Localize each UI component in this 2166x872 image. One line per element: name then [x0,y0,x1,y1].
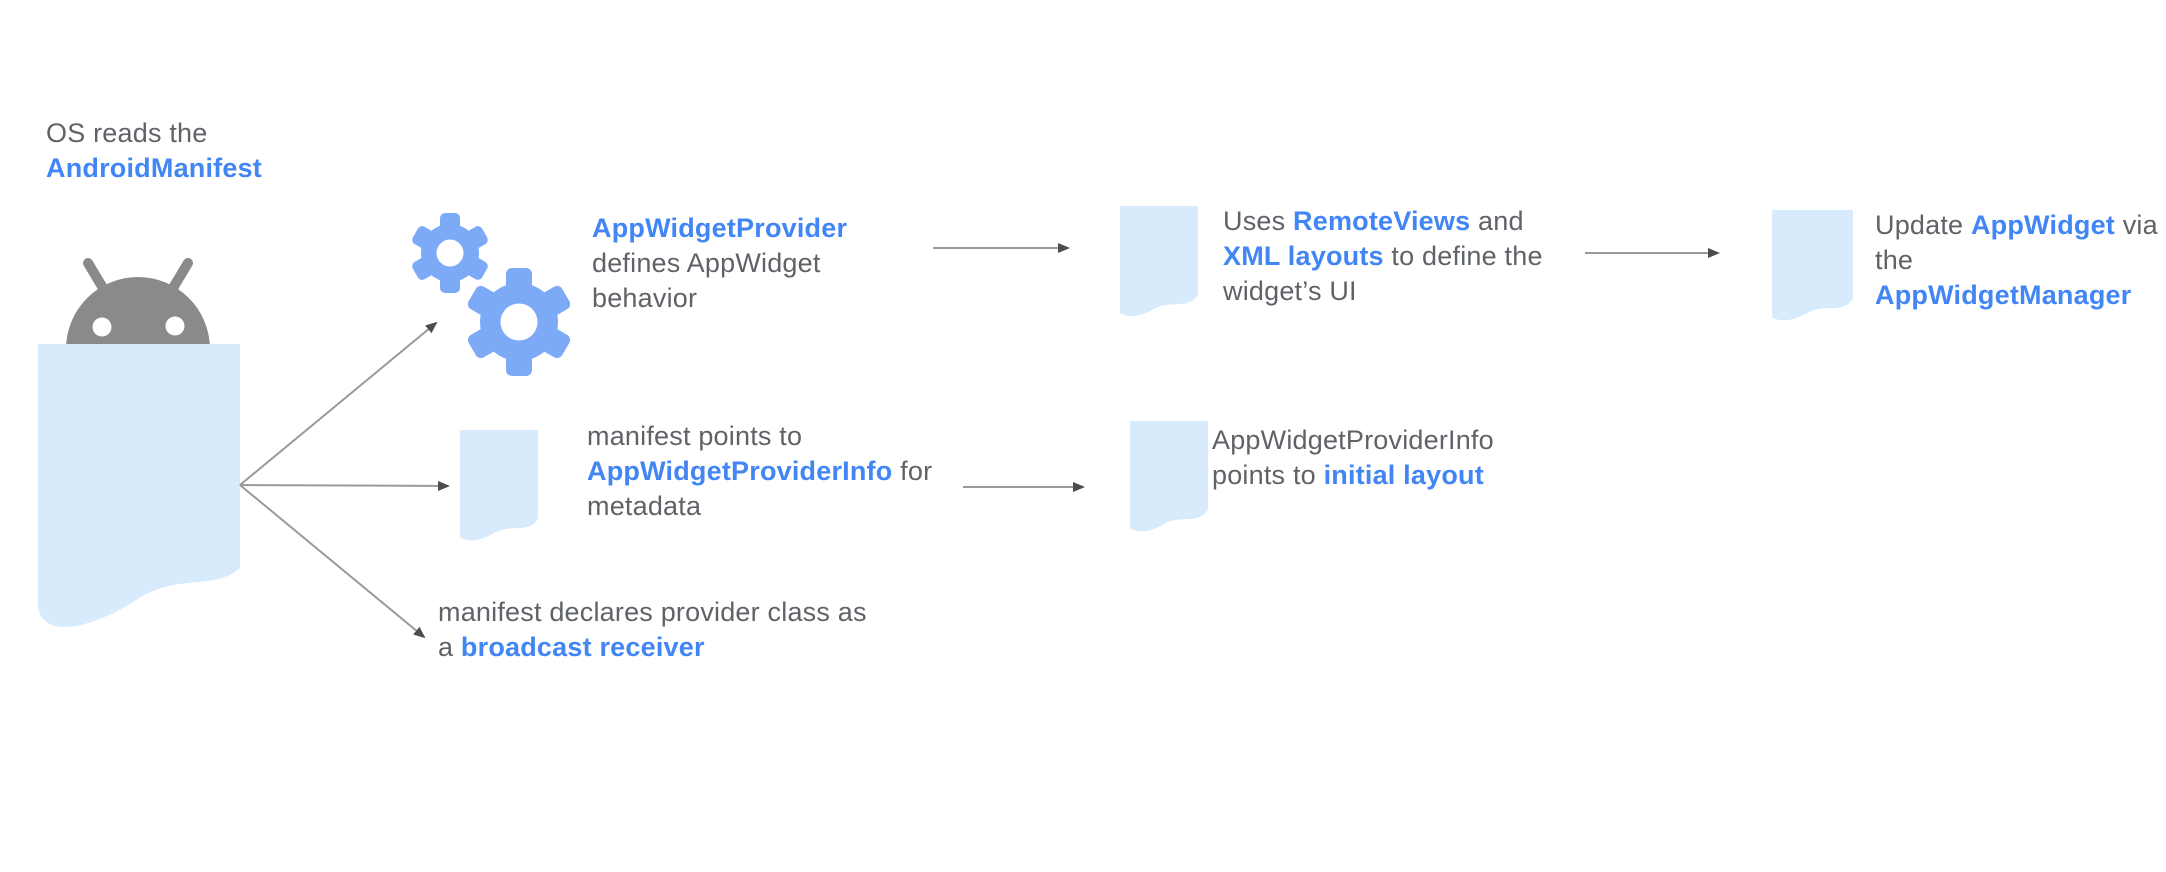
label-providerinfo-initial-layout: AppWidgetProviderInfo points to initial l… [1212,423,1494,493]
broadcast-receiver-link[interactable]: broadcast receiver [460,632,705,662]
text-run: metadata [587,491,702,521]
appwidgetproviderinfo-link[interactable]: AppWidgetProviderInfo [587,456,893,486]
text-run: manifest declares provider class as [438,597,867,627]
text-run: behavior [592,283,698,313]
label-broadcast-receiver: manifest declares provider class as a bro… [438,595,867,665]
appwidget-link[interactable]: AppWidget [1970,210,2115,240]
remoteviews-link[interactable]: RemoteViews [1293,206,1471,236]
appwidgetprovider-link[interactable]: AppWidgetProvider [592,213,848,243]
text-run: via [2115,210,2158,240]
text-run: a [438,632,461,662]
xml-layouts-link[interactable]: XML layouts [1223,241,1384,271]
label-appwidgetprovider: AppWidgetProvider defines AppWidget behavi… [592,211,847,316]
text-run: Uses [1223,206,1294,236]
text-run: OS reads the [46,118,208,148]
text-run: AppWidgetProviderInfo [1212,425,1494,455]
arrow-connector [239,243,1720,639]
gears-icon [412,213,571,376]
text-run: to define the [1383,241,1543,271]
text-run: defines AppWidget [592,248,821,278]
appwidgetmanager-link[interactable]: AppWidgetManager [1875,280,2132,310]
text-run: and [1470,206,1524,236]
text-run: widget’s UI [1223,276,1357,306]
manifest-document-icon [38,344,240,628]
text-run: Update [1875,210,1971,240]
androidmanifest-link[interactable]: AndroidManifest [46,153,262,183]
text-run: for [892,456,933,486]
initial-layout-link[interactable]: initial layout [1323,460,1484,490]
android-robot-icon [66,258,210,349]
text-run: manifest points to [587,421,803,451]
text-run: points to [1212,460,1324,490]
document-icon [460,206,1853,541]
text-run: the [1875,245,1914,275]
